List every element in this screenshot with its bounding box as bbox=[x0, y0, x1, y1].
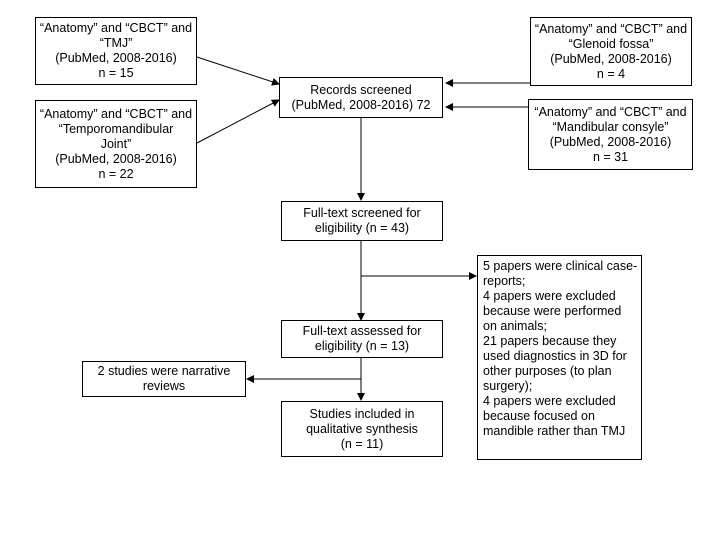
arrow-tmj-to-records bbox=[196, 56, 280, 86]
excluded-reasons-box: 5 papers were clinical case- reports; 4 … bbox=[477, 255, 642, 460]
fulltext-screened-box: Full-text screened for eligibility (n = … bbox=[281, 201, 443, 241]
narrative-reviews-box: 2 studies were narrative reviews bbox=[82, 361, 246, 397]
source-box-glenoid-fossa: “Anatomy” and “CBCT” and “Glenoid fossa”… bbox=[530, 17, 692, 86]
source-box-tmj: “Anatomy” and “CBCT” and “TMJ” (PubMed, … bbox=[35, 17, 197, 85]
studies-included-box: Studies included in qualitative synthesi… bbox=[281, 401, 443, 457]
arrow-tmjoint-to-records bbox=[196, 99, 280, 144]
records-screened-box: Records screened (PubMed, 2008-2016) 72 bbox=[279, 77, 443, 118]
fulltext-assessed-box: Full-text assessed for eligibility (n = … bbox=[281, 320, 443, 358]
source-box-mandibular-condyle: “Anatomy” and “CBCT” and “Mandibular con… bbox=[528, 99, 693, 170]
source-box-temporomandibular-joint: “Anatomy” and “CBCT” and “Temporomandibu… bbox=[35, 100, 197, 188]
